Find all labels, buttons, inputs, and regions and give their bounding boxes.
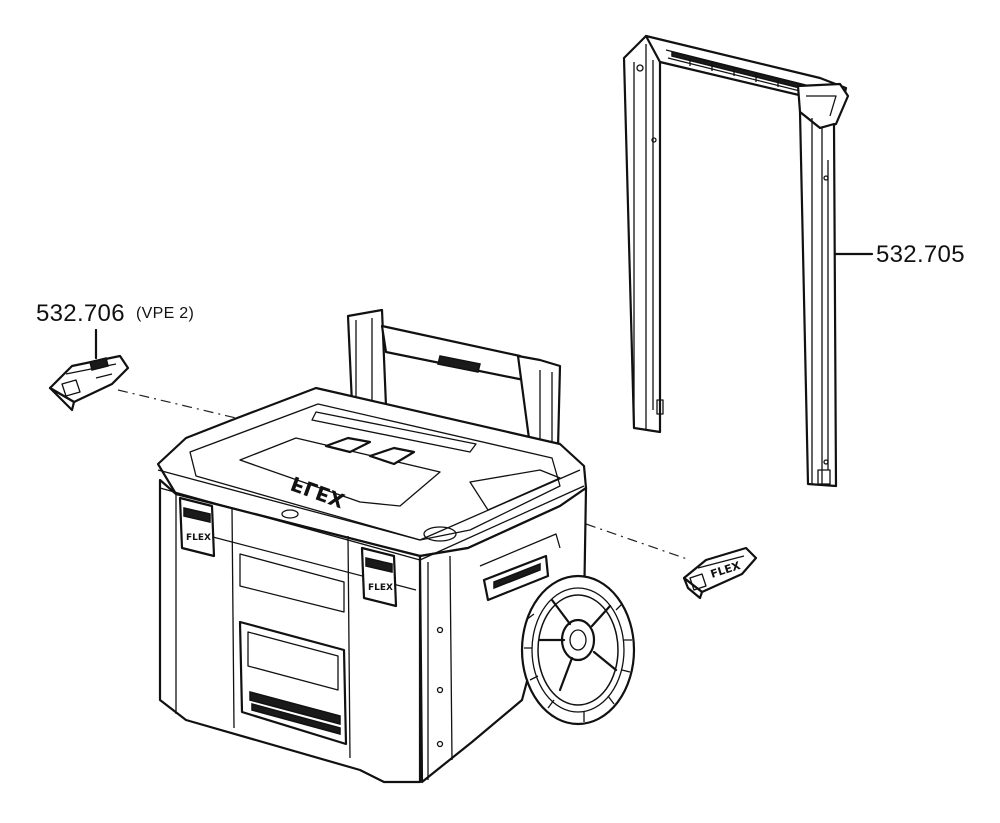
assembly-line-left (117, 389, 237, 419)
part-number-532-705: 532.705 (876, 241, 965, 268)
latch-logo-left: FLEX (186, 533, 211, 543)
bracket-right: FLEX (682, 546, 758, 600)
part-note-vpe-2: (VPE 2) (136, 305, 195, 322)
rolling-tool-case: FLEX FLEX FLEX (156, 308, 588, 784)
telescopic-handle-532-705 (622, 34, 850, 488)
latch-logo-right: FLEX (368, 583, 393, 593)
part-number-532-706: 532.706 (36, 300, 125, 327)
bracket-532-706 (48, 354, 130, 412)
wheel (520, 574, 636, 726)
assembly-line-right (585, 523, 691, 561)
